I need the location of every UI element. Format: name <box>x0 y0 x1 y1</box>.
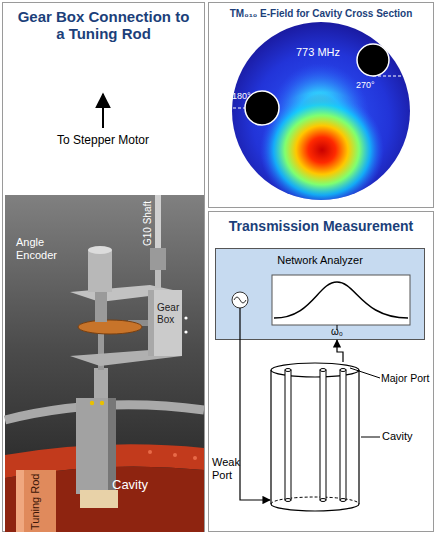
rod-clamp <box>80 490 118 508</box>
panel-title: TM₀₁₀ E-Field for Cavity Cross Section <box>208 8 434 20</box>
rod-body <box>320 370 326 500</box>
tuning-rod <box>16 470 56 532</box>
field-peak <box>260 92 384 208</box>
frequency-symbol: ω₀ <box>331 326 343 338</box>
flange-ring <box>5 405 204 420</box>
part-label: Tuning Rod <box>29 474 42 530</box>
bolt-hole <box>148 450 152 454</box>
node-label: Cavity <box>382 430 413 443</box>
bolt-hole <box>173 453 177 457</box>
angle-encoder <box>88 250 112 292</box>
g10-shaft <box>155 270 161 288</box>
panel-title: Gear Box Connection to a Tuning Rod <box>16 8 191 43</box>
shaft-coupling <box>94 368 108 398</box>
gear-disk <box>78 320 142 334</box>
cylinder-wall <box>271 370 359 511</box>
cavity-cross-section <box>232 22 410 200</box>
screw-dot <box>184 330 187 333</box>
tuning-rod-section <box>357 44 389 76</box>
part-label: Cavity <box>112 478 148 493</box>
angle-label: 270° <box>356 80 375 90</box>
shaft-coupling <box>150 248 166 270</box>
signal-cable <box>337 340 343 362</box>
cavity-rim <box>5 444 204 478</box>
rod-body <box>285 370 291 500</box>
gearbox-top-plate <box>70 285 182 302</box>
rod-mount <box>76 398 116 494</box>
direction-arrow <box>102 94 104 128</box>
rod <box>340 369 346 502</box>
set-screw <box>100 401 104 405</box>
angle-reference <box>233 108 262 109</box>
part-label: G10 Shaft <box>142 201 154 246</box>
drive-shaft <box>98 300 104 370</box>
housing-shade <box>148 290 154 356</box>
rod-end <box>320 369 326 372</box>
render-background <box>5 195 204 532</box>
angle-label: 180° <box>232 91 251 101</box>
encoder-cap <box>88 246 112 254</box>
panel: TM₀₁₀ E-Field for Cavity Cross Section <box>208 2 434 208</box>
cavity-body <box>5 466 204 532</box>
field-lobe <box>270 63 370 173</box>
rod-end <box>340 499 346 502</box>
rod-highlight <box>16 470 24 532</box>
cylinder-outline <box>270 362 360 512</box>
instrument-box: Network Analyzer <box>215 248 425 340</box>
port-label: Major Port <box>381 372 429 384</box>
cavity-cylinder: Cavity <box>270 362 360 512</box>
rod-body <box>340 370 346 500</box>
panel: Transmission MeasurementNetwork Analyzer… <box>208 211 434 532</box>
gearbox-housing <box>148 290 182 356</box>
rod-end <box>320 499 326 502</box>
stepper-label: To Stepper Motor <box>40 134 166 148</box>
bolt-hole <box>193 456 197 460</box>
rod-end <box>285 499 291 502</box>
leader-line <box>361 437 380 438</box>
encoder-shaft <box>95 290 107 322</box>
signal-cable <box>240 340 270 500</box>
part-label: Angle Encoder <box>16 236 76 261</box>
field-map <box>260 63 384 208</box>
rod-end <box>340 369 346 372</box>
rod-end <box>285 369 291 372</box>
rod <box>285 369 291 502</box>
frequency-label: 773 MHz <box>296 46 340 59</box>
rod <box>320 369 326 502</box>
port-label: Weak Port <box>212 456 252 481</box>
part-label: Gear Box <box>157 302 183 325</box>
gear-shaft <box>128 320 148 326</box>
node-label: Network Analyzer <box>215 254 425 267</box>
panel-title: Transmission Measurement <box>210 218 432 234</box>
panel: Gear Box Connection to a Tuning Rod <box>2 2 205 532</box>
screw-dot <box>184 316 187 319</box>
g10-shaft <box>155 195 161 250</box>
set-screw <box>90 401 94 405</box>
gearbox-bottom-plate <box>70 350 182 366</box>
angle-reference <box>373 76 406 77</box>
